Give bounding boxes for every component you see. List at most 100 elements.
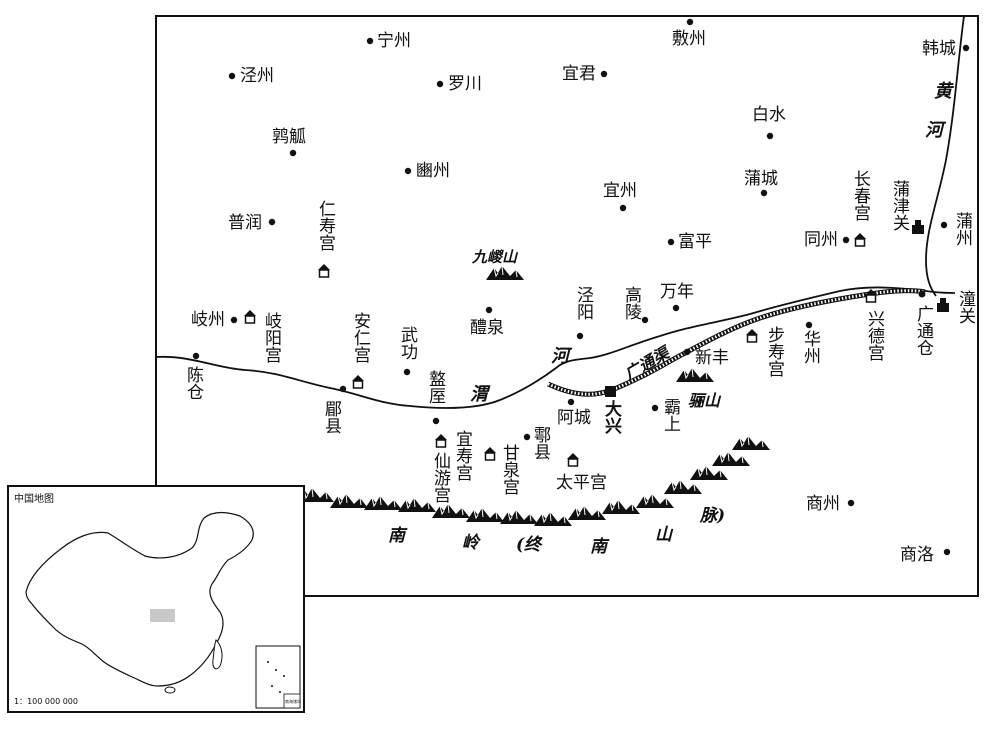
- palace-label-yishou: 宜寿宫: [452, 430, 473, 481]
- city-dot-yijun: [600, 70, 608, 78]
- yellow-river: [925, 15, 965, 297]
- city-label-fuzhou: 敷州: [672, 29, 706, 49]
- city-label-wugong: 武功: [397, 326, 418, 360]
- city-label-meixian: 郿县: [321, 400, 342, 434]
- nanling-label-3: (终: [516, 535, 543, 555]
- city-dot-yizhou: [619, 204, 627, 212]
- fort-marker-tongguan: [937, 298, 949, 312]
- inset-title: 中国地图: [14, 492, 54, 505]
- city-dot-wannian: [672, 304, 680, 312]
- city-label-acheng: 阿城: [557, 408, 591, 428]
- city-label-gaoling: 高陵: [621, 286, 641, 320]
- palace-label-bushou: 步寿宫: [764, 326, 785, 377]
- nanling-label-6: 脉): [699, 506, 725, 526]
- wei-river: [155, 286, 956, 409]
- city-dot-jingzhou: [228, 72, 236, 80]
- inset-scale: 1：100 000 000: [14, 697, 78, 706]
- city-dot-wugong: [403, 368, 411, 376]
- city-label-luochuan: 罗川: [448, 74, 482, 94]
- city-label-puzhou: 蒲州: [952, 212, 973, 246]
- fort-label-pujinguan: 蒲津关: [889, 180, 910, 231]
- jiuzong-label: 九嵕山: [471, 248, 519, 266]
- city-label-binzhou: 豳州: [416, 161, 450, 181]
- city-dot-chunhu: [289, 149, 297, 157]
- city-label-fuping: 富平: [678, 232, 712, 252]
- city-label-xinfeng: 新丰: [695, 348, 729, 368]
- city-label-ningzhou: 宁州: [377, 31, 411, 51]
- city-dot-binzhou: [404, 167, 412, 175]
- nanling-label-1: 南: [388, 526, 408, 546]
- city-dot-fuzhou: [686, 18, 694, 26]
- city-dot-chencang: [192, 352, 200, 360]
- city-dot-puzhou: [940, 221, 948, 229]
- city-dot-gaoling: [641, 316, 649, 324]
- city-dot-acheng: [567, 398, 575, 406]
- city-dot-shangzhou: [847, 499, 855, 507]
- city-dot-hancheng: [962, 44, 970, 52]
- wei-river-label-b: 河: [551, 346, 573, 367]
- city-label-baishui: 白水: [752, 105, 786, 125]
- city-dot-qizhou: [230, 316, 238, 324]
- city-label-huxian: 鄠县: [530, 426, 551, 460]
- city-label-chencang: 陈仓: [183, 366, 204, 400]
- inset-highlight-region: [150, 609, 175, 622]
- city-label-yizhou: 宜州: [603, 181, 637, 201]
- nanling-label-4: 南: [590, 537, 610, 557]
- city-label-hancheng: 韩城: [922, 39, 956, 59]
- capital-marker: [605, 386, 616, 397]
- city-dot-purun: [268, 218, 276, 226]
- nanling-label-2: 岭: [462, 533, 481, 553]
- city-label-pucheng: 蒲城: [744, 169, 778, 189]
- city-dot-baishui: [766, 132, 774, 140]
- city-label-tongzhou: 同州: [804, 230, 838, 250]
- city-dot-pucheng: [760, 189, 768, 197]
- city-dot-zhouzhi: [432, 417, 440, 425]
- city-dot-liquan: [485, 306, 493, 314]
- granary-marker: [918, 290, 926, 298]
- inset-south-sea-label: 南海诸岛: [285, 698, 301, 704]
- city-label-shangluo: 商洛: [900, 545, 934, 565]
- city-dot-bashang: [651, 404, 659, 412]
- city-dot-huxian: [523, 433, 531, 441]
- granary-label: 广通仓: [913, 305, 934, 356]
- city-dot-xinfeng: [683, 348, 691, 356]
- city-label-liquan: 醴泉: [470, 318, 504, 338]
- fort-marker-pujinguan: [912, 220, 924, 234]
- city-dot-tongzhou: [842, 236, 850, 244]
- city-dot-luochuan: [436, 80, 444, 88]
- city-label-huazhou: 华州: [800, 330, 821, 364]
- city-label-purun: 普润: [228, 213, 262, 233]
- city-label-shangzhou: 商州: [806, 494, 840, 514]
- palace-label-anren: 安仁宫: [350, 312, 371, 363]
- nanling-label-5: 山: [655, 525, 674, 545]
- city-label-jingyang: 泾阳: [573, 286, 594, 320]
- city-label-bashang: 霸上: [660, 398, 681, 432]
- city-dot-shangluo: [943, 548, 951, 556]
- palace-label-renshou: 仁寿宫: [315, 200, 336, 251]
- city-label-jingzhou: 泾州: [240, 66, 274, 86]
- inset-china-map: 中国地图 1：100 000 000 南海诸岛: [7, 485, 305, 713]
- city-dot-fuping: [667, 238, 675, 246]
- palace-label-taiping: 太平宫: [556, 473, 607, 493]
- yellow-river-label-a: 黄: [934, 81, 955, 102]
- city-label-yijun: 宜君: [562, 64, 596, 84]
- wei-river-label-a: 渭: [470, 384, 491, 405]
- palace-label-ganquan: 甘泉宫: [499, 444, 520, 495]
- palace-label-changchun: 长春宫: [850, 170, 871, 221]
- city-label-wannian: 万年: [660, 282, 694, 302]
- palace-label-qiyang: 岐阳宫: [261, 312, 281, 363]
- palace-label-xianyou: 仙游宫: [430, 452, 451, 503]
- city-label-zhouzhi: 盩厔: [425, 370, 446, 404]
- city-dot-ningzhou: [366, 37, 374, 45]
- palace-label-xingde: 兴德宫: [864, 310, 885, 361]
- capital-label: 大兴: [601, 399, 622, 435]
- fort-label-tongguan: 潼关: [955, 290, 976, 324]
- china-outline: [25, 511, 254, 687]
- city-label-chunhu: 鹑觚: [272, 127, 306, 147]
- lishan-label: 骊山: [688, 391, 722, 410]
- city-dot-huazhou: [805, 321, 813, 329]
- yellow-river-label-b: 河: [925, 120, 947, 141]
- city-dot-meixian: [339, 385, 347, 393]
- city-dot-jingyang: [576, 332, 584, 340]
